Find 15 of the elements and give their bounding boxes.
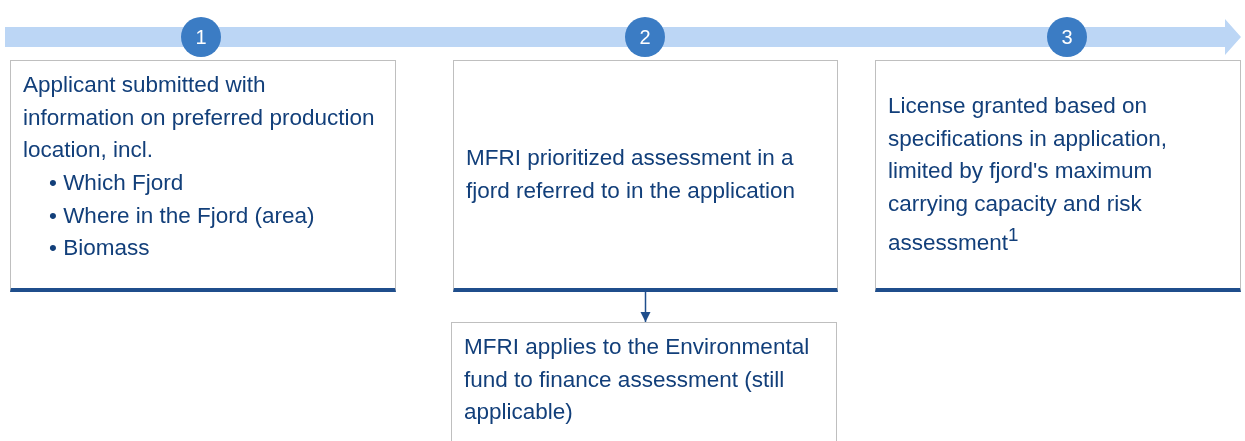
arrow	[640, 291, 651, 323]
text-box	[10, 60, 396, 292]
bullet-item: • Where in the Fjord (area)	[49, 201, 316, 230]
bullet-item: • Biomass	[49, 234, 151, 263]
text-box	[453, 60, 838, 292]
text-box	[451, 322, 837, 441]
box-text: MFRI applies to the Environmental fund to finance assessment (still applicable)	[464, 333, 811, 427]
step-number-circle: 2	[625, 17, 665, 57]
text-box	[875, 60, 1241, 292]
box-text: License granted based on specifications in application, limited by fjord's maximum carrying capacity and risk assessment$^{1}$	[888, 92, 1168, 257]
step-number-circle: 3	[1047, 17, 1087, 57]
box-text: Applicant submitted with information on preferred production location, incl.	[23, 71, 376, 165]
box-text: MFRI prioritized assessment in a fjord referred to in the application	[466, 143, 796, 205]
bullet-item: • Which Fjord	[49, 168, 185, 197]
step-number-circle: 1	[181, 17, 221, 57]
